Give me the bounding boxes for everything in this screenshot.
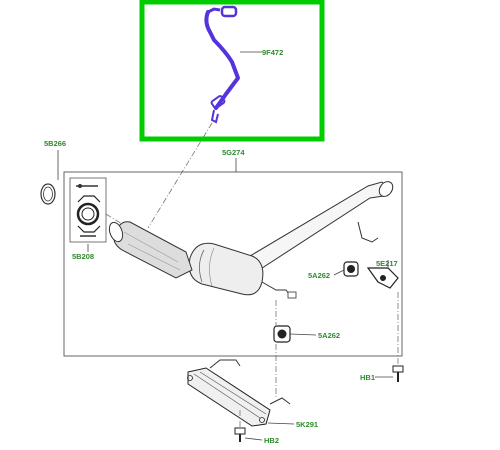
oxygen-sensor[interactable] [204, 5, 240, 124]
gasket-ring[interactable] [40, 183, 56, 205]
rubber-mount-upper[interactable] [343, 261, 359, 277]
clamp-part[interactable] [69, 177, 107, 243]
label-HB1: HB1 [360, 373, 375, 382]
label-5B266: 5B266 [44, 139, 66, 148]
label-5K291: 5K291 [296, 420, 318, 429]
label-9F472: 9F472 [262, 48, 283, 57]
exhaust-pipe[interactable] [107, 179, 396, 299]
hanger-bracket[interactable] [366, 267, 399, 289]
label-5G274: 5G274 [222, 148, 245, 157]
sensor-highlight-box[interactable] [139, 0, 325, 142]
label-5A262-lower: 5A262 [318, 331, 340, 340]
label-5B208: 5B208 [72, 252, 94, 261]
label-5A262-upper: 5A262 [308, 271, 330, 280]
bolt-hb2[interactable] [234, 427, 246, 442]
label-5E217: 5E217 [376, 259, 398, 268]
heat-shield[interactable] [187, 359, 291, 427]
pipe-assembly-frame [63, 171, 403, 357]
bolt-hb1[interactable] [392, 365, 404, 382]
label-HB2: HB2 [264, 436, 279, 445]
rubber-mount-lower[interactable] [273, 325, 291, 343]
